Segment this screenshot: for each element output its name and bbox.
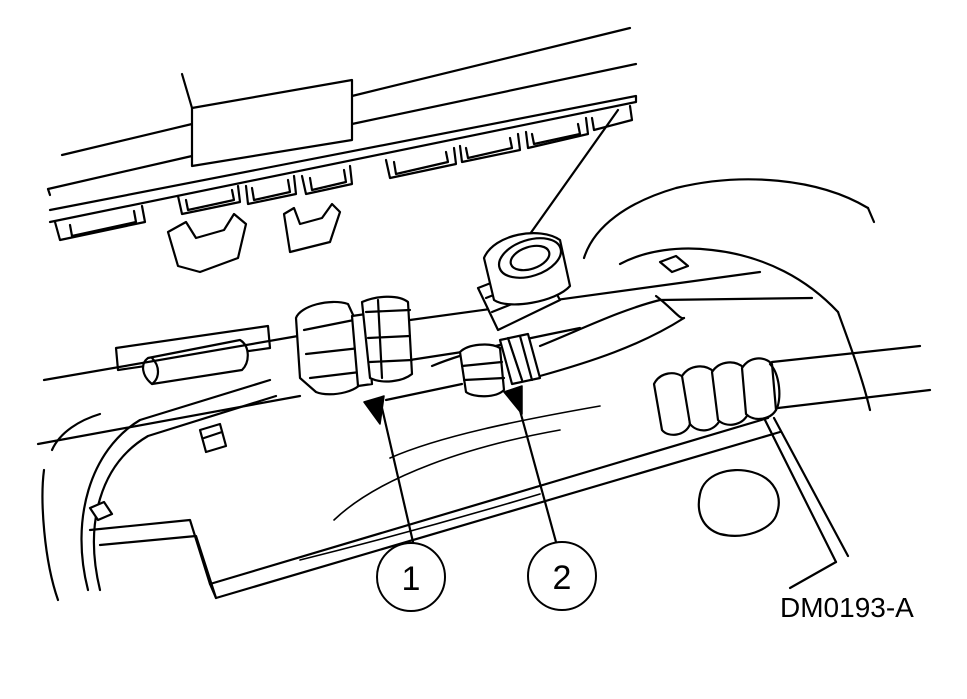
fitting-2	[458, 332, 542, 398]
corrugated-hose	[652, 344, 932, 436]
lower-tray	[41, 378, 782, 602]
callout-1-label: 1	[402, 560, 421, 598]
upper-housing	[46, 26, 638, 298]
callout-2-circle	[527, 541, 597, 611]
callout-1-group: 1	[363, 395, 446, 612]
callout-1-arrowhead	[363, 395, 385, 425]
callout-2-arrowhead	[503, 385, 523, 415]
callout-2-group: 2	[503, 385, 597, 611]
figure-id-label: DM0193-A	[780, 592, 914, 623]
right-panel	[582, 178, 876, 590]
fitting-1	[294, 295, 414, 396]
tube-lines	[36, 270, 814, 446]
service-port	[476, 232, 572, 332]
callout-2-label: 2	[553, 559, 572, 597]
callout-1-circle	[376, 542, 446, 612]
